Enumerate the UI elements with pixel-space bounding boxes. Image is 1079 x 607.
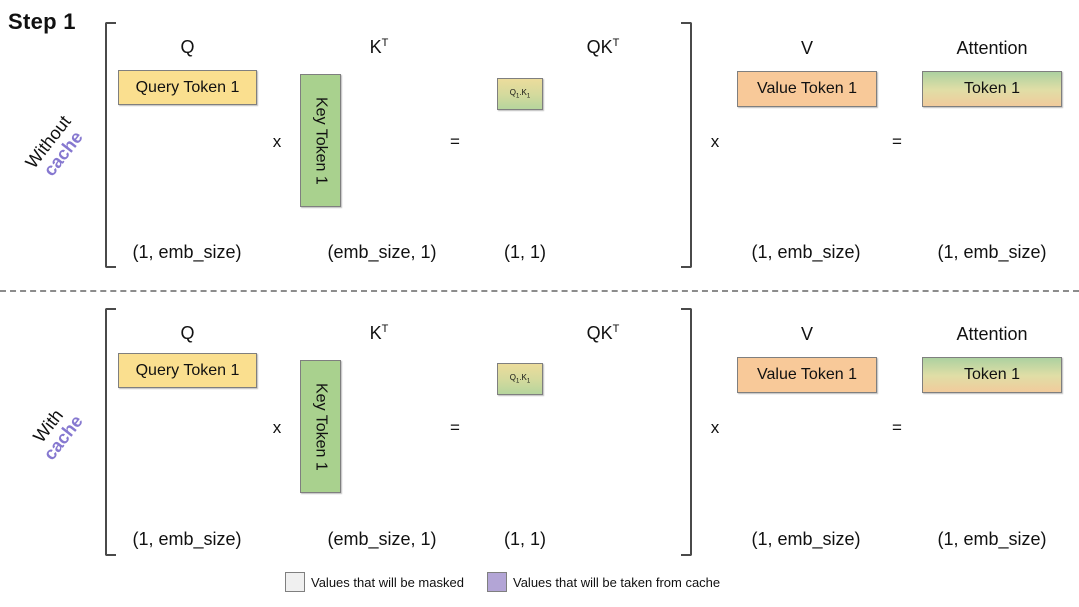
attention-dim-label: (1, emb_size) bbox=[937, 242, 1047, 262]
attention-token-box: Token 1 bbox=[922, 357, 1062, 393]
open-bracket-icon bbox=[105, 22, 116, 268]
k-column-header: KT bbox=[339, 323, 419, 344]
open-bracket-icon bbox=[105, 308, 116, 556]
value-token-label: Value Token 1 bbox=[757, 366, 857, 383]
attention-token-box: Token 1 bbox=[922, 71, 1062, 107]
qk-dim-label: (1, 1) bbox=[503, 242, 546, 262]
q-column-header: Q bbox=[118, 323, 257, 344]
legend-cache-label: Values that will be taken from cache bbox=[513, 575, 721, 590]
close-bracket-icon bbox=[681, 22, 692, 268]
key-token-box: Key Token 1 bbox=[300, 74, 341, 207]
value-token-box: Value Token 1 bbox=[737, 71, 877, 107]
k-dim-label: (emb_size, 1) bbox=[327, 529, 437, 549]
qk-header-sup: T bbox=[612, 323, 620, 335]
multiply-operator: x bbox=[710, 132, 720, 151]
attention-header-text: Attention bbox=[956, 38, 1028, 58]
k-header-sup: T bbox=[381, 37, 389, 49]
key-token-label: Key Token 1 bbox=[312, 96, 330, 185]
qk-header-text: QK bbox=[586, 323, 613, 343]
attention-token-label: Token 1 bbox=[963, 366, 1021, 383]
value-token-box: Value Token 1 bbox=[737, 357, 877, 393]
attention-column-header: Attention bbox=[922, 324, 1062, 345]
equals-operator: = bbox=[892, 132, 902, 151]
section-divider bbox=[0, 290, 1079, 292]
k-dim-label: (emb_size, 1) bbox=[327, 242, 437, 262]
legend-masked-label: Values that will be masked bbox=[311, 575, 464, 590]
multiply-operator: x bbox=[710, 418, 720, 437]
q-header-text: Q bbox=[180, 323, 195, 343]
legend-cache-swatch-icon bbox=[487, 572, 507, 592]
qk-dim-label: (1, 1) bbox=[503, 529, 546, 549]
v-header-text: V bbox=[800, 324, 813, 344]
qk-product-box: Q1.K1 bbox=[497, 363, 543, 395]
qk-product-label: Q1.K1 bbox=[509, 88, 531, 100]
q-column-header: Q bbox=[118, 37, 257, 58]
qk-column-header: QKT bbox=[553, 323, 653, 344]
legend-masked-swatch-icon bbox=[285, 572, 305, 592]
key-token-box: Key Token 1 bbox=[300, 360, 341, 493]
qk-header-text: QK bbox=[586, 37, 613, 57]
q-dim-label: (1, emb_size) bbox=[132, 529, 242, 549]
query-token-label: Query Token 1 bbox=[135, 361, 240, 379]
attention-token-label: Token 1 bbox=[963, 80, 1021, 97]
attention-column-header: Attention bbox=[922, 38, 1062, 59]
q-dim-label: (1, emb_size) bbox=[132, 242, 242, 262]
v-column-header: V bbox=[737, 324, 877, 345]
equals-operator: = bbox=[892, 418, 902, 437]
key-token-label: Key Token 1 bbox=[312, 382, 330, 471]
qk-column-header: QKT bbox=[553, 37, 653, 58]
value-token-label: Value Token 1 bbox=[757, 80, 857, 97]
v-column-header: V bbox=[737, 38, 877, 59]
attention-dim-label: (1, emb_size) bbox=[937, 529, 1047, 549]
multiply-operator: x bbox=[272, 132, 282, 151]
k-header-text: K bbox=[369, 323, 382, 343]
query-token-label: Query Token 1 bbox=[135, 78, 240, 96]
k-header-text: K bbox=[369, 37, 382, 57]
equals-operator: = bbox=[450, 132, 460, 151]
multiply-operator: x bbox=[272, 418, 282, 437]
v-dim-label: (1, emb_size) bbox=[751, 529, 861, 549]
k-column-header: KT bbox=[339, 37, 419, 58]
qk-header-sup: T bbox=[612, 37, 620, 49]
attention-header-text: Attention bbox=[956, 324, 1028, 344]
query-token-box: Query Token 1 bbox=[118, 353, 257, 388]
qk-product-box: Q1.K1 bbox=[497, 78, 543, 110]
close-bracket-icon bbox=[681, 308, 692, 556]
k-header-sup: T bbox=[381, 323, 389, 335]
step-title: Step 1 bbox=[8, 9, 76, 34]
q-header-text: Q bbox=[180, 37, 195, 57]
qk-product-label: Q1.K1 bbox=[509, 373, 531, 385]
v-header-text: V bbox=[800, 38, 813, 58]
query-token-box: Query Token 1 bbox=[118, 70, 257, 105]
equals-operator: = bbox=[450, 418, 460, 437]
v-dim-label: (1, emb_size) bbox=[751, 242, 861, 262]
